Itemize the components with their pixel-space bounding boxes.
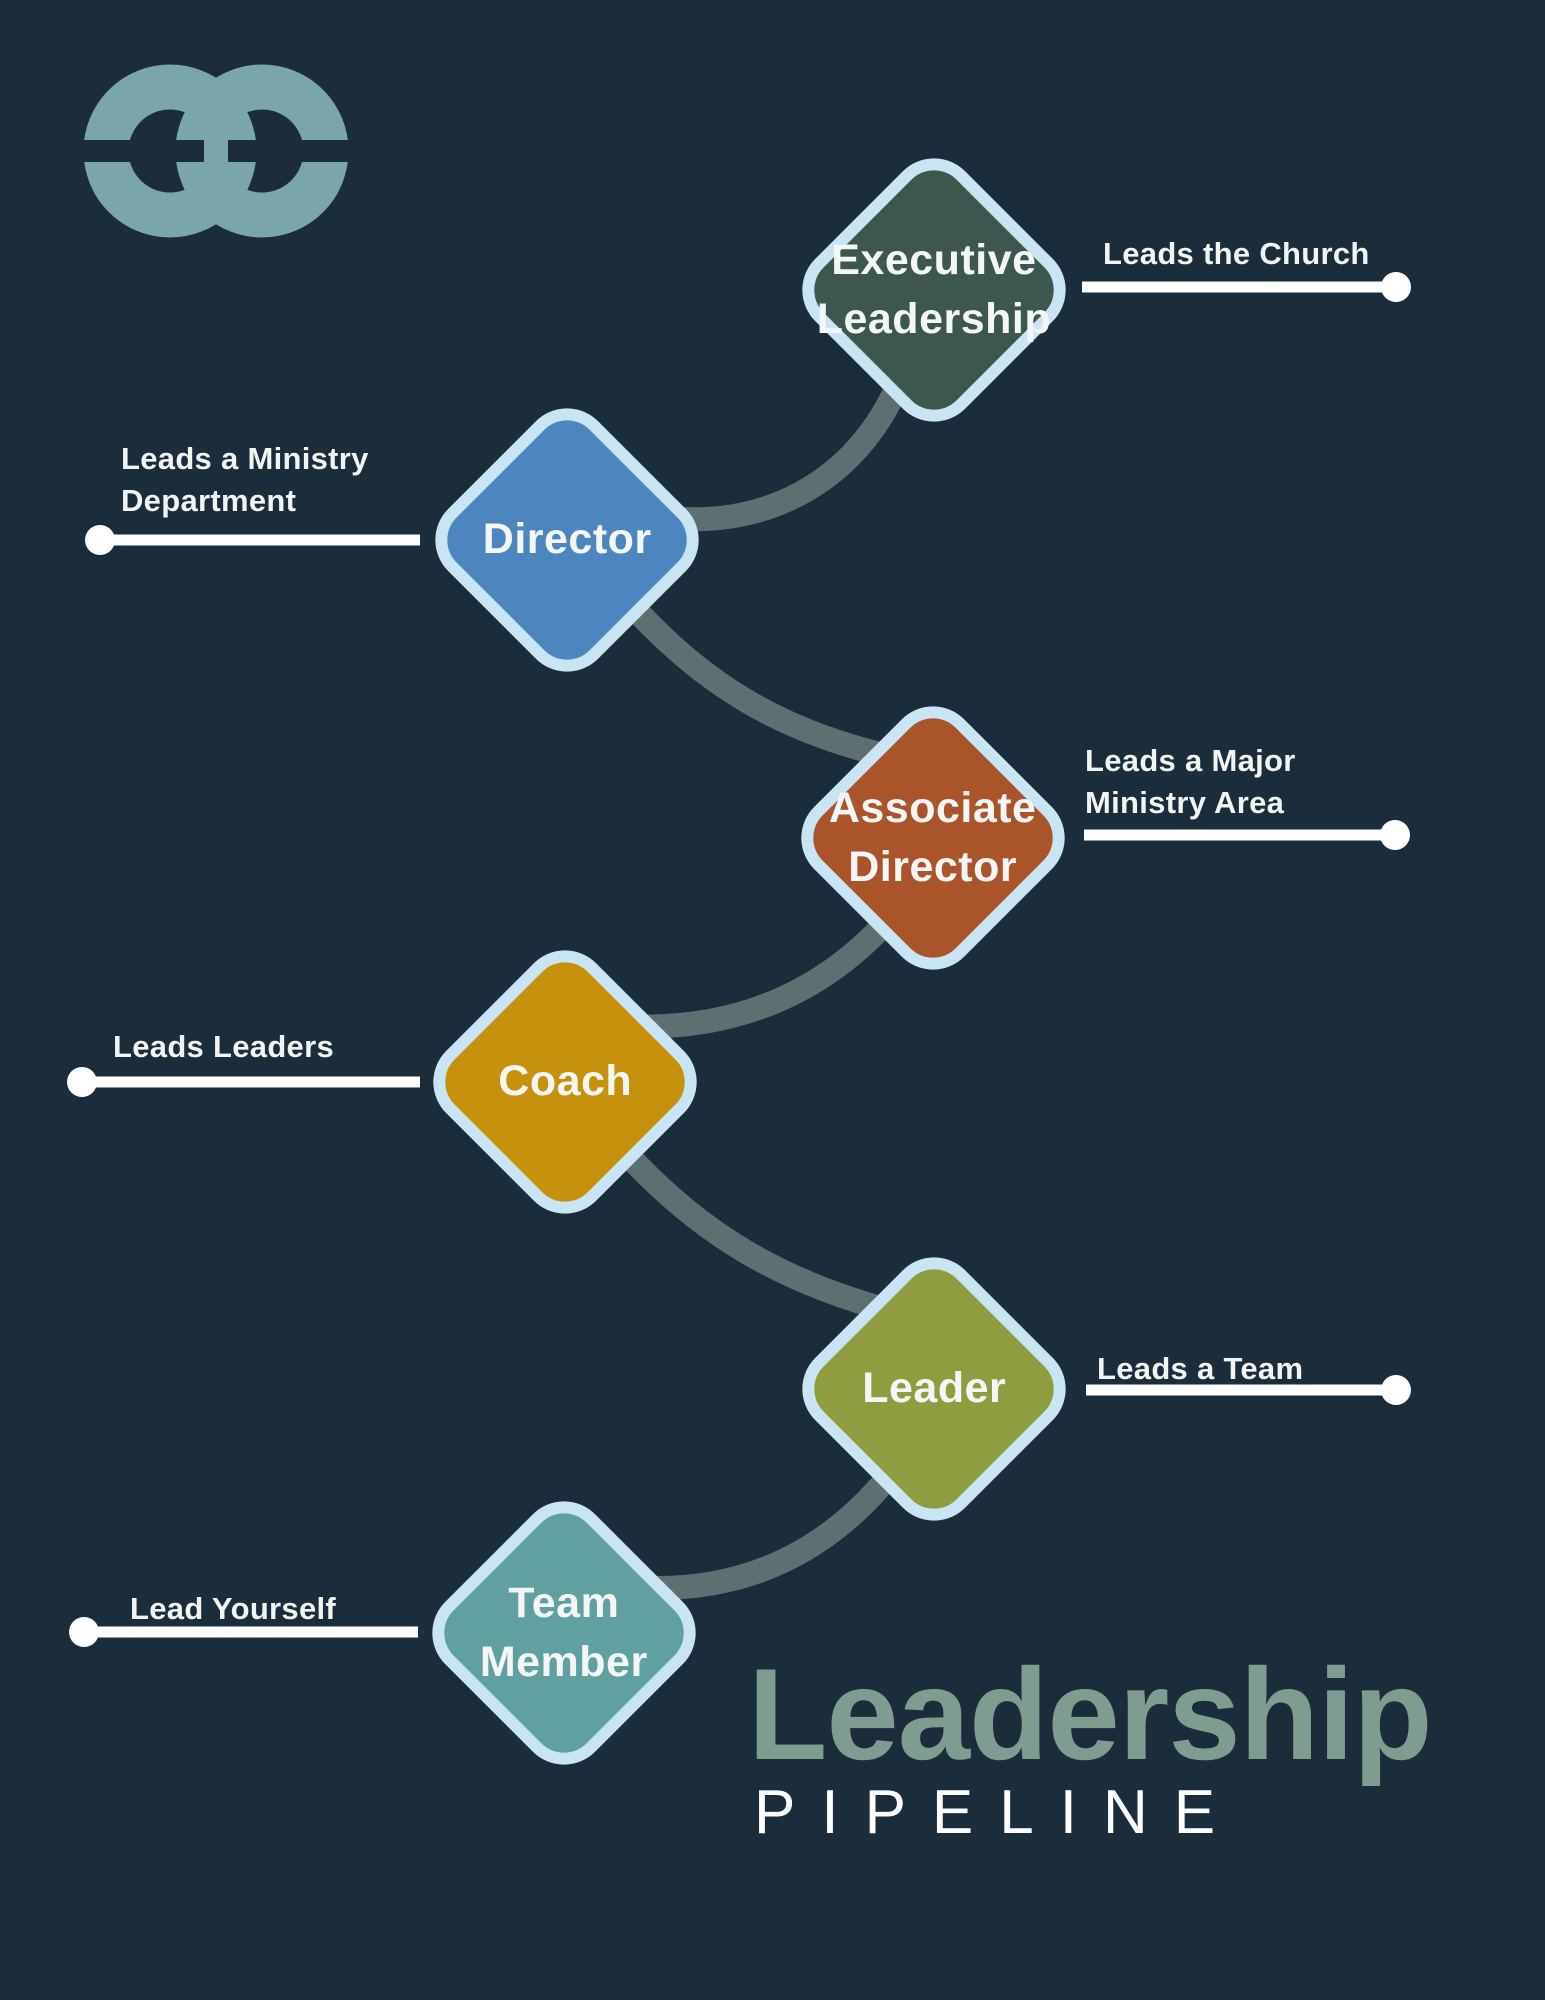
callout-dot-coach (67, 1067, 97, 1097)
connector-coach-leader (598, 1123, 917, 1327)
connector-director-associate (598, 568, 917, 772)
node-leader-label: Leader (861, 1364, 1007, 1413)
callout-dot-team (69, 1617, 99, 1647)
callout-associate-director: Leads a Major Ministry Area (1085, 743, 1296, 821)
callout-dot-director (85, 525, 115, 555)
node-associate-director-label: Associate Director (829, 783, 1037, 892)
title-pipeline: PIPELINE (754, 1778, 1242, 1847)
callout-executive-leadership: Leads the Church (1103, 236, 1370, 271)
node-executive-leadership-label: Executive Leadership (816, 235, 1052, 343)
node-team-member-label: Team Member (480, 1578, 648, 1686)
callout-director: Leads a Ministry Department (121, 441, 369, 519)
callout-dot-associate (1380, 820, 1410, 850)
callout-lines (67, 272, 1411, 1647)
connector-associate-coach (598, 888, 917, 1039)
title-leadership: Leadership (748, 1641, 1433, 1787)
logo-cross-stem (204, 92, 228, 218)
callout-dot-leader (1381, 1375, 1411, 1405)
node-coach-label: Coach (498, 1057, 632, 1106)
callout-dot-executive (1381, 272, 1411, 302)
callout-coach: Leads Leaders (113, 1029, 335, 1064)
callout-leader: Leads a Team (1097, 1351, 1304, 1386)
node-director-label: Director (482, 515, 652, 564)
callout-team-member: Lead Yourself (130, 1591, 337, 1626)
church-logo (55, 64, 377, 238)
connector-leader-team (598, 1443, 917, 1600)
